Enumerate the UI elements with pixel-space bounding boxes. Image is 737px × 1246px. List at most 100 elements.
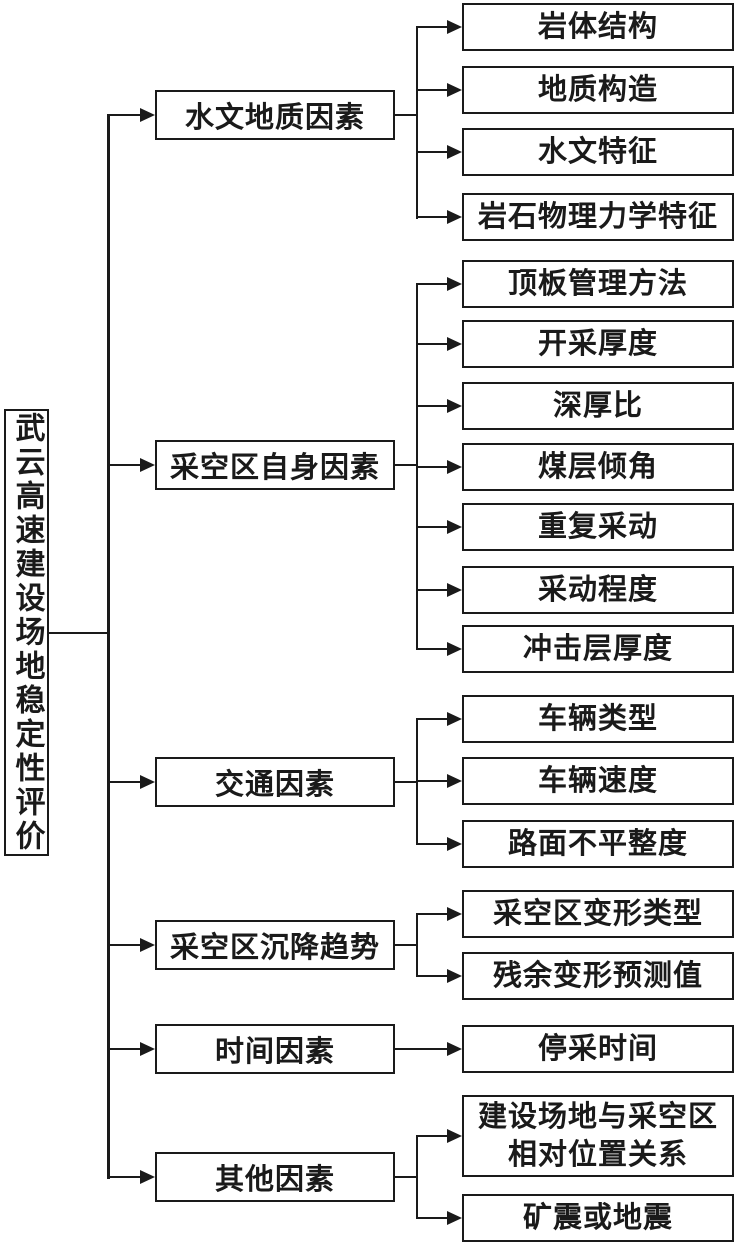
leaf-label: 水文特征 xyxy=(537,136,658,168)
branch-connector-line xyxy=(107,943,140,947)
arrow-right-icon xyxy=(140,108,155,122)
branch-node-subsidence-trend: 采空区沉降趋势 xyxy=(155,920,395,970)
leaf-connector-line xyxy=(415,842,447,846)
branch-node-other: 其他因素 xyxy=(155,1152,395,1202)
arrow-right-icon xyxy=(140,1042,155,1056)
leaf-label: 重复采动 xyxy=(537,511,658,543)
root-connector-line xyxy=(49,631,108,634)
leaf-connector-line xyxy=(415,88,447,92)
leaf-node: 水文特征 xyxy=(462,128,734,176)
leaf-connector-line xyxy=(415,215,447,219)
arrow-right-icon xyxy=(447,969,462,983)
branch-connector-line xyxy=(107,1175,140,1179)
leaf-connector-line xyxy=(415,404,447,408)
leaf-connector-line xyxy=(415,1216,447,1220)
root-node-label: 武云高速建设场地稳定性评价 xyxy=(10,411,44,854)
leaf-node: 采空区变形类型 xyxy=(462,890,734,938)
group-junction-line xyxy=(415,912,418,978)
branch-connector-line xyxy=(107,780,140,784)
leaf-node: 路面不平整度 xyxy=(462,820,734,868)
arrow-right-icon xyxy=(447,277,462,291)
group-stub-line xyxy=(395,463,417,467)
branch-label: 其他因素 xyxy=(214,1164,335,1196)
leaf-label: 冲击层厚度 xyxy=(522,633,673,665)
branch-label: 采空区自身因素 xyxy=(169,452,380,484)
arrow-right-icon xyxy=(447,337,462,351)
arrow-right-icon xyxy=(140,938,155,952)
group-stub-line xyxy=(395,113,417,117)
branch-node-time: 时间因素 xyxy=(155,1024,395,1074)
leaf-connector-line xyxy=(415,525,447,529)
leaf-connector-line xyxy=(415,150,447,154)
branch-connector-line xyxy=(107,1047,140,1051)
trunk-line xyxy=(107,114,110,1179)
arrow-right-icon xyxy=(447,210,462,224)
leaf-connector-line xyxy=(415,282,447,286)
leaf-label: 停采时间 xyxy=(537,1033,658,1065)
leaf-connector-line xyxy=(415,717,447,721)
leaf-node: 开采厚度 xyxy=(462,320,734,368)
leaf-label: 车辆速度 xyxy=(537,765,658,797)
leaf-label: 残余变形预测值 xyxy=(492,960,703,992)
arrow-right-icon xyxy=(447,907,462,921)
branch-label: 时间因素 xyxy=(214,1036,335,1068)
leaf-label: 矿震或地震 xyxy=(522,1202,673,1234)
leaf-node: 岩体结构 xyxy=(462,3,734,51)
leaf-connector-line xyxy=(415,25,447,29)
leaf-connector-line xyxy=(415,1134,447,1138)
arrow-right-icon xyxy=(447,145,462,159)
branch-node-hydrogeology: 水文地质因素 xyxy=(155,90,395,140)
leaf-node: 地质构造 xyxy=(462,66,734,114)
arrow-right-icon xyxy=(447,520,462,534)
leaf-node: 顶板管理方法 xyxy=(462,260,734,308)
leaf-label: 岩体结构 xyxy=(537,11,658,43)
group-stub-line xyxy=(395,1175,417,1179)
leaf-connector-line xyxy=(415,588,447,592)
leaf-connector-line xyxy=(415,465,447,469)
leaf-label: 开采厚度 xyxy=(537,328,658,360)
arrow-right-icon xyxy=(447,399,462,413)
leaf-node: 重复采动 xyxy=(462,503,734,551)
leaf-label: 建设场地与采空区 相对位置关系 xyxy=(477,1101,718,1171)
leaf-node: 建设场地与采空区 相对位置关系 xyxy=(462,1095,734,1177)
leaf-label: 深厚比 xyxy=(552,390,643,422)
arrow-right-icon xyxy=(447,1129,462,1143)
arrow-right-icon xyxy=(447,1211,462,1225)
arrow-right-icon xyxy=(447,642,462,656)
root-node: 武云高速建设场地稳定性评价 xyxy=(4,409,49,856)
branch-label: 水文地质因素 xyxy=(184,102,365,134)
arrow-right-icon xyxy=(447,1042,462,1056)
leaf-connector-line xyxy=(415,647,447,651)
group-junction-line xyxy=(415,1134,418,1220)
leaf-node: 矿震或地震 xyxy=(462,1194,734,1242)
group-stub-line xyxy=(395,943,417,947)
leaf-node: 岩石物理力学特征 xyxy=(462,193,734,241)
arrow-right-icon xyxy=(447,712,462,726)
arrow-right-icon xyxy=(447,460,462,474)
leaf-node: 停采时间 xyxy=(462,1025,734,1073)
leaf-node: 残余变形预测值 xyxy=(462,952,734,1000)
arrow-right-icon xyxy=(140,1170,155,1184)
leaf-node: 深厚比 xyxy=(462,382,734,430)
arrow-right-icon xyxy=(140,458,155,472)
leaf-label: 车辆类型 xyxy=(537,703,658,735)
leaf-connector-line xyxy=(415,974,447,978)
leaf-connector-line xyxy=(415,779,447,783)
branch-label: 交通因素 xyxy=(214,769,335,801)
group-junction-line xyxy=(415,25,418,219)
leaf-node: 煤层倾角 xyxy=(462,443,734,491)
arrow-right-icon xyxy=(447,20,462,34)
arrow-right-icon xyxy=(447,774,462,788)
leaf-node: 采动程度 xyxy=(462,566,734,614)
group-stub-line xyxy=(395,780,417,784)
leaf-label: 采动程度 xyxy=(537,574,658,606)
arrow-right-icon xyxy=(447,837,462,851)
leaf-label: 顶板管理方法 xyxy=(507,268,688,300)
branch-node-traffic: 交通因素 xyxy=(155,757,395,807)
branch-connector-line xyxy=(107,113,140,117)
leaf-connector-line xyxy=(395,1047,447,1051)
leaf-label: 路面不平整度 xyxy=(507,828,688,860)
arrow-right-icon xyxy=(447,83,462,97)
leaf-connector-line xyxy=(415,342,447,346)
